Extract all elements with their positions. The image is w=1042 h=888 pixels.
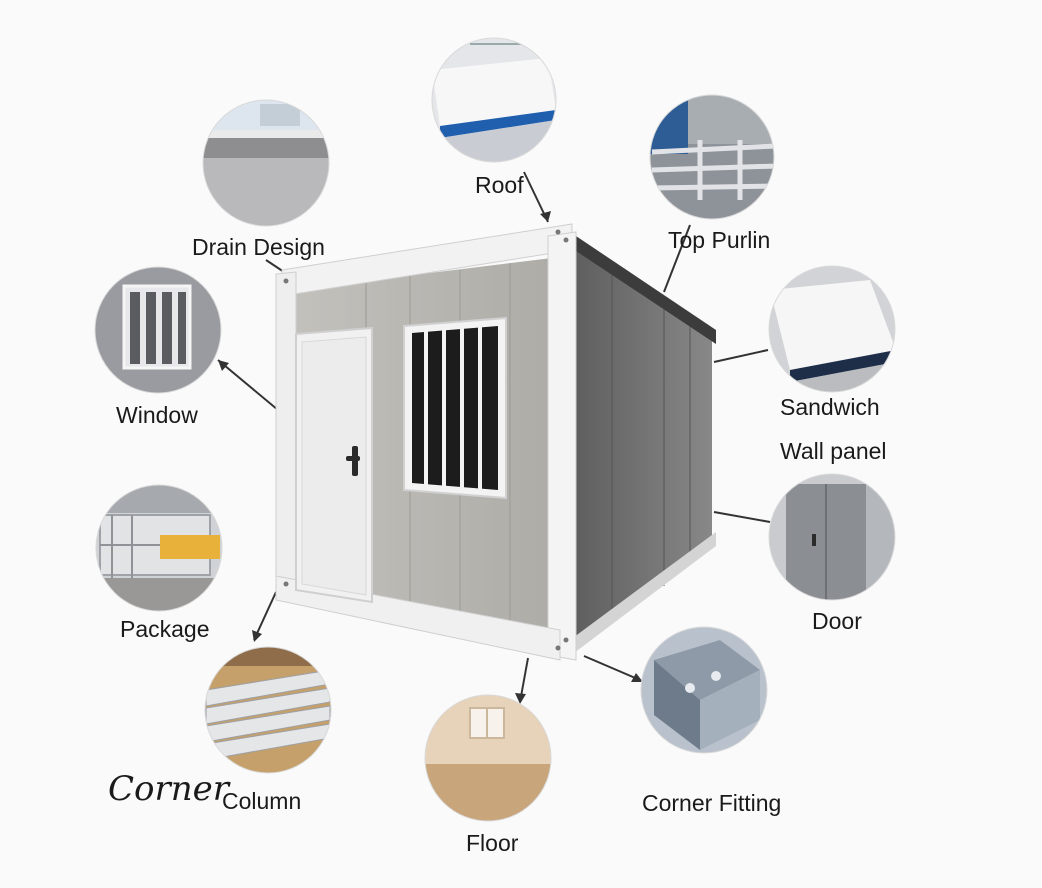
container-window-glass: [412, 326, 498, 490]
container-house: [275, 223, 716, 661]
fitting-arrowhead: [631, 673, 643, 682]
top-purlin-detail-circle: [649, 94, 775, 220]
window-arrowhead: [218, 360, 229, 371]
front-left-post: [275, 271, 297, 599]
floor-arrowhead: [515, 693, 526, 704]
door-handle-icon: [346, 456, 360, 461]
roof-detail-circle: [431, 37, 557, 163]
label-door: Door: [812, 608, 862, 634]
label-floor: Floor: [466, 830, 519, 856]
sandwich-wall-panel-detail-circle: [768, 265, 896, 393]
label-window: Window: [116, 402, 198, 428]
label-package: Package: [120, 616, 210, 642]
purlin-connector: [663, 224, 691, 293]
label-column: Column: [222, 788, 302, 814]
label-top-purlin: Top Purlin: [668, 227, 771, 253]
label-corner-fitting: Corner Fitting: [642, 790, 782, 816]
door-connector: [713, 511, 771, 523]
floor-detail-circle: [424, 694, 552, 822]
label-sandwich: Sandwich: [780, 394, 880, 420]
column-connector: [253, 591, 277, 641]
side-top-rail: [570, 232, 716, 344]
label-roof: Roof: [475, 172, 524, 198]
column-arrowhead: [252, 630, 262, 642]
fitting-connector: [583, 655, 641, 681]
connector-lines: [217, 171, 771, 704]
side-bottom-rail: [570, 532, 716, 656]
package-detail-circle: [95, 484, 223, 612]
label-corner-script: Corner: [108, 769, 230, 809]
corner-bolts: [283, 229, 569, 651]
label-drain-design: Drain Design: [192, 234, 325, 260]
front-right-post: [547, 231, 577, 661]
label-wall-panel: Wall panel: [780, 438, 887, 464]
container-door-leaf: [301, 336, 367, 596]
container-side-wall: [570, 245, 712, 645]
drain-design-detail-circle: [202, 99, 330, 227]
side-panel-seams: [611, 273, 691, 620]
door-detail-circle: [768, 473, 896, 601]
corner-fitting-detail-circle: [640, 626, 768, 754]
window-connector: [217, 359, 279, 411]
container-window-bars: [424, 327, 482, 489]
corner-column-detail-circle: [204, 646, 332, 774]
roof-arrowhead: [540, 211, 551, 222]
window-detail-circle: [94, 266, 222, 394]
sandwich-connector: [713, 349, 769, 363]
